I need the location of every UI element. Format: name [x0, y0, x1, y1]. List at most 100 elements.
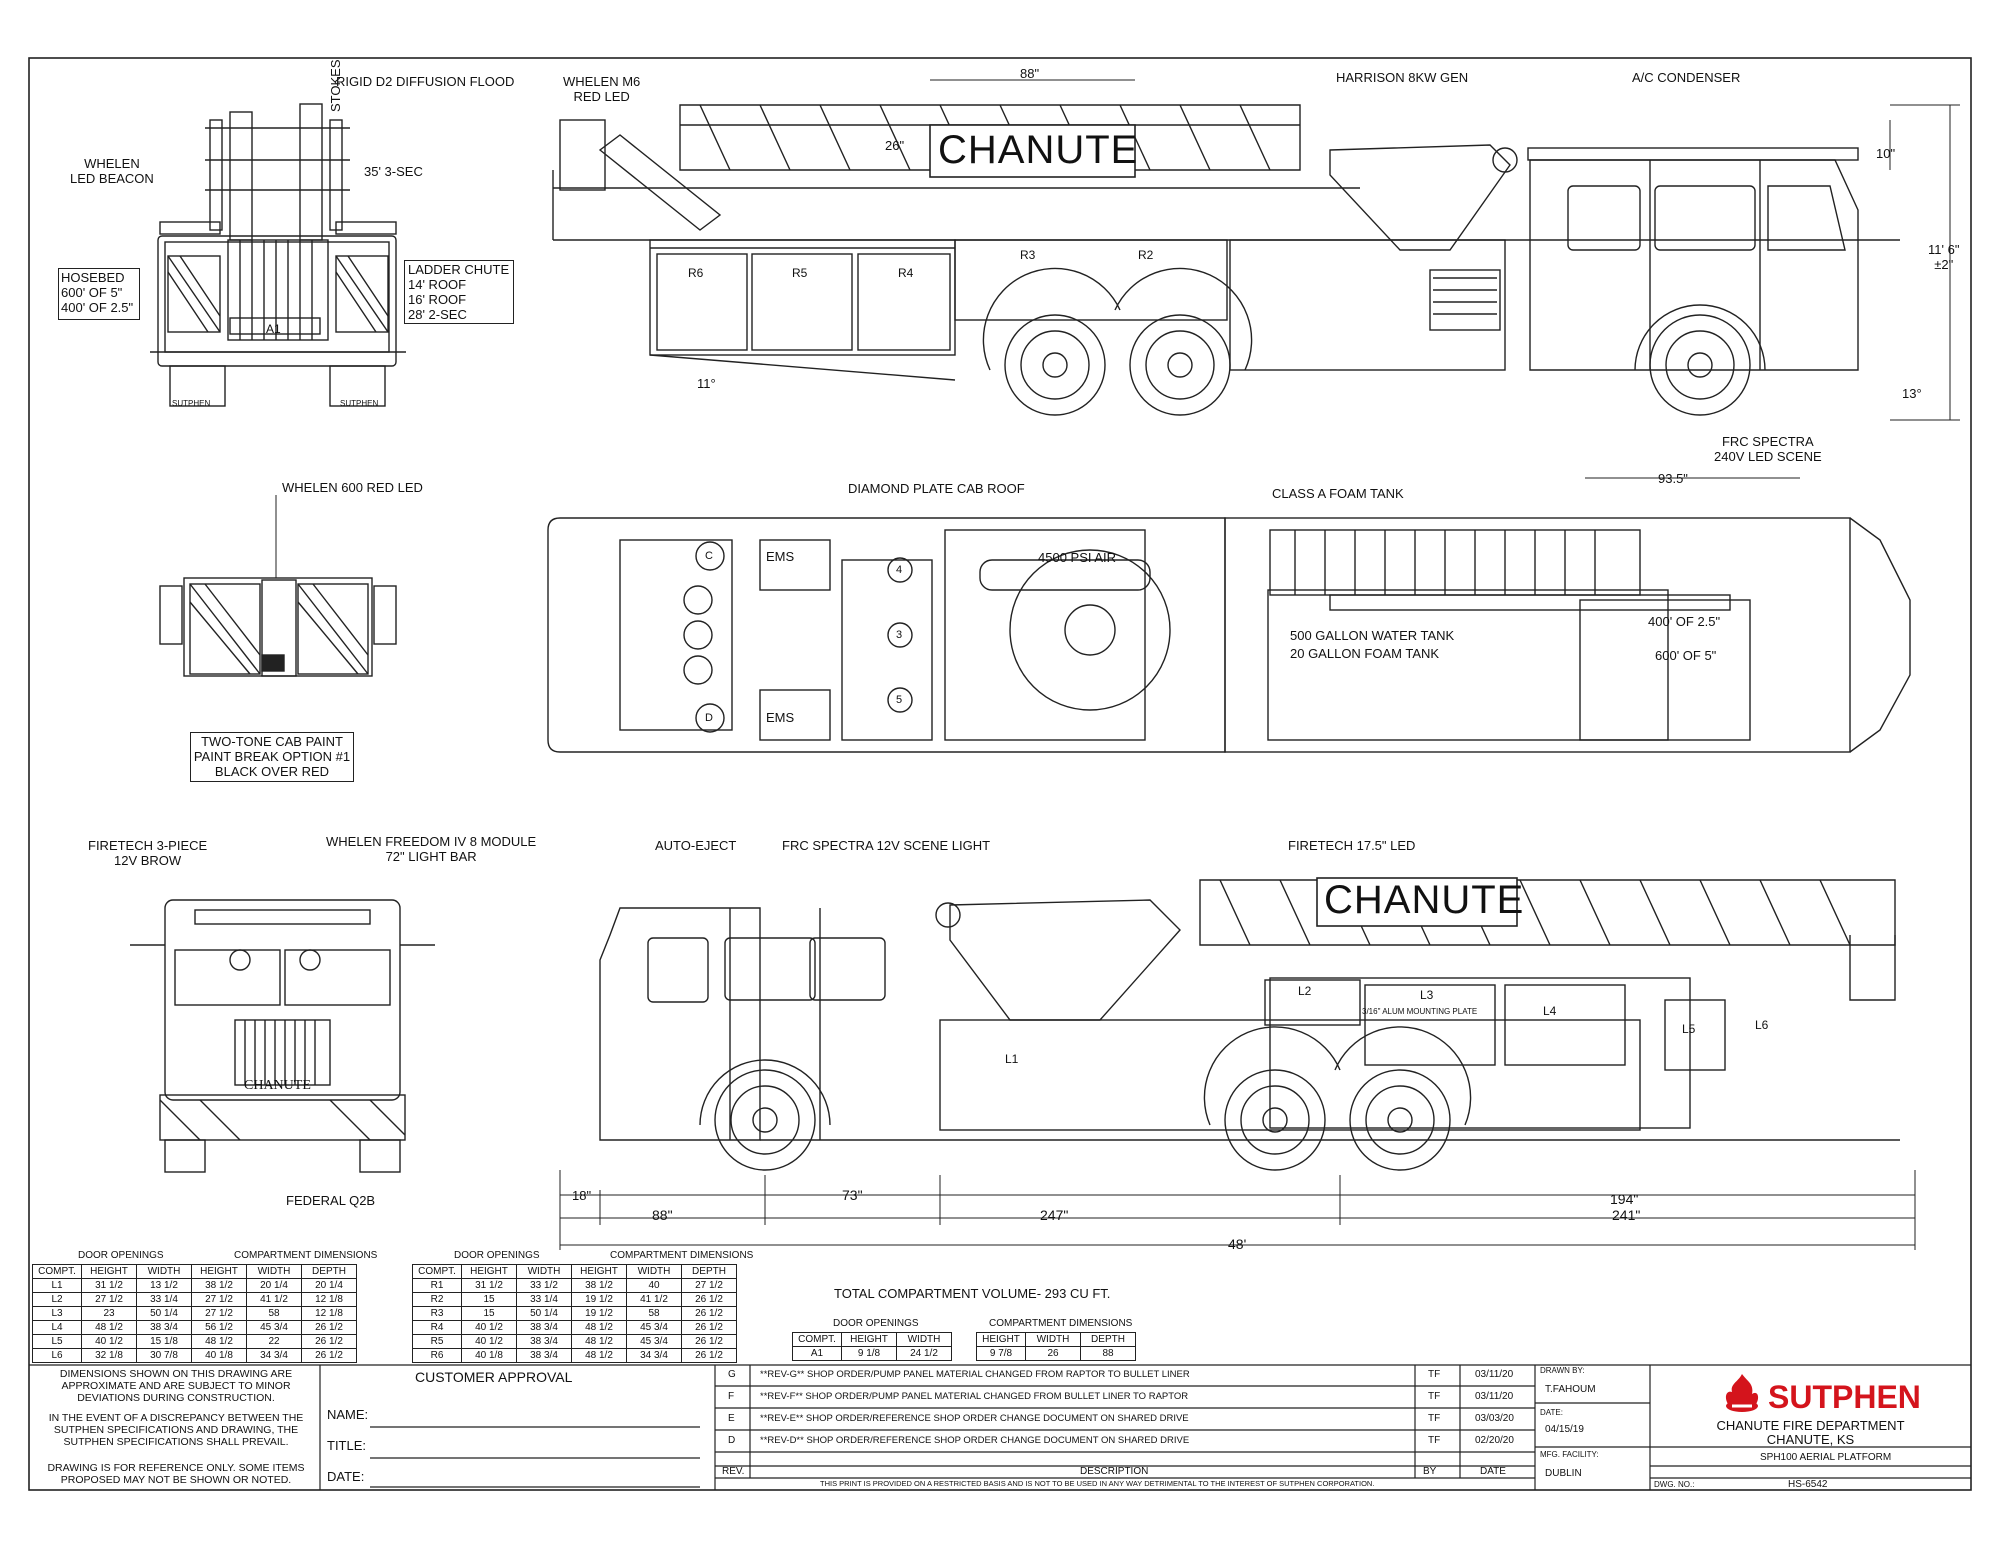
compartment-r4: R4: [898, 266, 914, 280]
compartment-r6: R6: [688, 266, 704, 280]
date-value: 04/15/19: [1545, 1424, 1584, 1435]
date-header: DATE: [1480, 1466, 1506, 1477]
table-cell: A1: [792, 1346, 842, 1361]
table-cell: 26 1/2: [301, 1334, 357, 1349]
table-cell: 41 1/2: [246, 1292, 302, 1307]
table-cell: 26 1/2: [681, 1320, 737, 1335]
table-header-cell: WIDTH: [136, 1264, 192, 1279]
revision-date: 03/11/20: [1475, 1391, 1514, 1402]
date-label: DATE:: [1540, 1408, 1563, 1417]
revision-desc: **REV-E** SHOP ORDER/REFERENCE SHOP ORDE…: [760, 1413, 1189, 1424]
compartment-l4: L4: [1543, 1004, 1557, 1018]
table-cell: 38 3/4: [516, 1334, 572, 1349]
approval-date-label: DATE:: [327, 1469, 365, 1484]
label-stokes: STOKES: [328, 59, 343, 112]
dim-93-5: 93.5": [1658, 471, 1688, 486]
table-cell: 26 1/2: [681, 1348, 737, 1363]
right-comp-title: COMPARTMENT DIMENSIONS: [610, 1250, 754, 1261]
compartment-l6: L6: [1755, 1018, 1769, 1032]
table-cell: L2: [32, 1292, 82, 1307]
a1-door-title: DOOR OPENINGS: [833, 1318, 919, 1329]
sutphen-flame-icon: [1725, 1374, 1759, 1412]
revision-desc: **REV-F** SHOP ORDER/PUMP PANEL MATERIAL…: [760, 1391, 1189, 1402]
revision-desc: **REV-D** SHOP ORDER/REFERENCE SHOP ORDE…: [760, 1435, 1190, 1446]
table-cell: 15: [461, 1292, 517, 1307]
table-header-cell: WIDTH: [246, 1264, 302, 1279]
table-cell: 56 1/2: [191, 1320, 247, 1335]
total-volume: TOTAL COMPARTMENT VOLUME- 293 CU FT.: [834, 1286, 1111, 1301]
table-cell: 45 3/4: [626, 1320, 682, 1335]
table-cell: 12 1/8: [301, 1306, 357, 1321]
seat-d: D: [705, 712, 713, 724]
table-cell: L5: [32, 1334, 82, 1349]
paint-note-line2: PAINT BREAK OPTION #1: [193, 749, 351, 764]
table-cell: 50 1/4: [516, 1306, 572, 1321]
table-cell: 48 1/2: [571, 1348, 627, 1363]
customer-approval-title: CUSTOMER APPROVAL: [415, 1369, 573, 1385]
revision-desc: **REV-G** SHOP ORDER/PUMP PANEL MATERIAL…: [760, 1369, 1190, 1380]
table-header-cell: WIDTH: [896, 1332, 952, 1347]
table-cell: L4: [32, 1320, 82, 1335]
table-cell: R5: [412, 1334, 462, 1349]
restricted-note: THIS PRINT IS PROVIDED ON A RESTRICTED B…: [820, 1479, 1375, 1488]
table-header-cell: HEIGHT: [461, 1264, 517, 1279]
label-hose-600: 600' OF 5": [1655, 648, 1717, 663]
dim-73: 73": [842, 1187, 863, 1203]
seat-3: 3: [896, 629, 903, 641]
revision-rev: E: [728, 1413, 735, 1424]
title-block-frame: [29, 1364, 1971, 1490]
revision-by: TF: [1428, 1369, 1441, 1380]
rear-badge-left: SUTPHEN: [172, 399, 211, 408]
table-cell: 40 1/2: [461, 1334, 517, 1349]
dim-26: 26": [885, 138, 905, 153]
dim-48-ft: 48': [1228, 1236, 1247, 1252]
paint-note-box: TWO-TONE CAB PAINT PAINT BREAK OPTION #1…: [190, 732, 354, 782]
seat-4: 4: [896, 564, 903, 576]
label-4500-air: 4500 PSI AIR: [1038, 550, 1117, 565]
table-cell: 23: [81, 1306, 137, 1321]
label-mounting-plate: 3/16" ALUM MOUNTING PLATE: [1362, 1007, 1478, 1016]
front-view-drawing: [130, 899, 435, 1173]
chute-line2: 16' ROOF: [408, 292, 467, 307]
label-ac: A/C CONDENSER: [1632, 70, 1741, 85]
table-cell: 40 1/2: [81, 1334, 137, 1349]
dim-11-deg: 11°: [697, 376, 716, 391]
revision-by: TF: [1428, 1435, 1441, 1446]
compartment-r5: R5: [792, 266, 808, 280]
compartment-l2: L2: [1298, 984, 1312, 998]
table-cell: 13 1/2: [136, 1278, 192, 1293]
side-view-top-drawing: [552, 79, 1960, 421]
right-door-title: DOOR OPENINGS: [454, 1250, 540, 1261]
table-cell: 26 1/2: [681, 1292, 737, 1307]
dwg-label: DWG. NO.:: [1654, 1480, 1695, 1489]
revision-by: TF: [1428, 1413, 1441, 1424]
label-federal-q2b: FEDERAL Q2B: [286, 1193, 376, 1208]
paint-note-line1: TWO-TONE CAB PAINT: [201, 734, 343, 749]
sheet-border: [28, 57, 1972, 1491]
table-header-cell: HEIGHT: [841, 1332, 897, 1347]
table-cell: 22: [246, 1334, 302, 1349]
table-header-cell: HEIGHT: [81, 1264, 137, 1279]
table-header-cell: WIDTH: [626, 1264, 682, 1279]
seat-5: 5: [896, 694, 903, 706]
label-firetech-17-5: FIRETECH 17.5" LED: [1288, 838, 1416, 853]
table-header-cell: COMPT.: [412, 1264, 462, 1279]
revision-rev: D: [728, 1435, 736, 1446]
label-rigid-flood: RIGID D2 DIFFUSION FLOOD: [336, 74, 515, 89]
customer-name: CHANUTE FIRE DEPARTMENT: [1716, 1418, 1905, 1433]
table-header-cell: HEIGHT: [976, 1332, 1026, 1347]
chute-title: LADDER CHUTE: [408, 262, 510, 277]
table-cell: 12 1/8: [301, 1292, 357, 1307]
table-cell: 58: [246, 1306, 302, 1321]
name-board-bottom: CHANUTE: [1324, 878, 1525, 922]
compartment-l5: L5: [1682, 1022, 1696, 1036]
table-cell: 19 1/2: [571, 1306, 627, 1321]
table-cell: 27 1/2: [191, 1292, 247, 1307]
table-header-cell: HEIGHT: [191, 1264, 247, 1279]
table-cell: 48 1/2: [571, 1320, 627, 1335]
label-water-tank: 500 GALLON WATER TANK: [1290, 628, 1455, 643]
